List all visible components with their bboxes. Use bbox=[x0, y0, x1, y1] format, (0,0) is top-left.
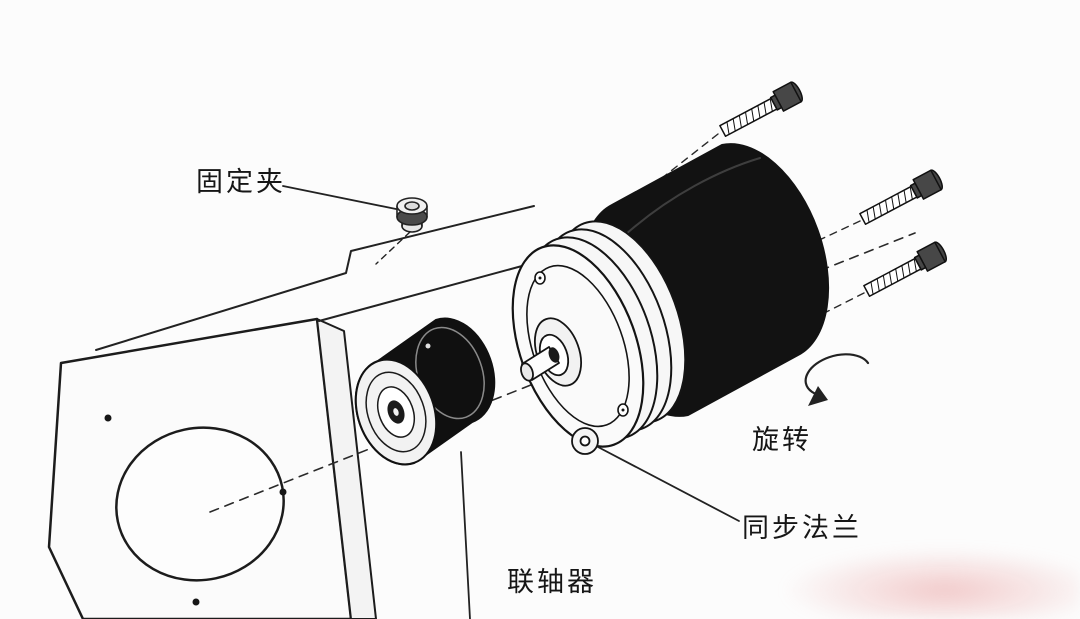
screw-3 bbox=[863, 241, 948, 298]
plate-screw-holes bbox=[104, 414, 287, 606]
rotation-arrow-icon bbox=[804, 353, 870, 406]
plate-hole bbox=[115, 426, 285, 582]
sync-flange-label: 同步法兰 bbox=[742, 513, 862, 544]
leader-lines bbox=[282, 185, 740, 619]
encoder-flange bbox=[511, 220, 687, 455]
mounting-plate bbox=[47, 317, 377, 619]
bracket-lines bbox=[95, 205, 535, 351]
rotation-label: 旋转 bbox=[752, 425, 812, 456]
coupling-label: 联轴器 bbox=[507, 567, 597, 598]
leader-fixing-clamp bbox=[282, 185, 397, 210]
clamp-guide-dash bbox=[375, 231, 411, 265]
coupling-part bbox=[354, 317, 496, 466]
encoder-body-sheen bbox=[624, 157, 761, 236]
sync-flange-ear bbox=[571, 427, 599, 455]
screw-2 bbox=[859, 169, 944, 226]
fixing-clamp-label: 固定夹 bbox=[196, 167, 286, 198]
encoder-shaft bbox=[520, 317, 582, 387]
flange-bolt-holes bbox=[534, 271, 629, 417]
leader-sync-flange bbox=[597, 446, 740, 522]
mounting-plate-edge bbox=[316, 318, 377, 619]
leader-coupling bbox=[460, 451, 471, 619]
screw-1 bbox=[719, 81, 804, 138]
fixing-clamp-part bbox=[375, 197, 428, 265]
